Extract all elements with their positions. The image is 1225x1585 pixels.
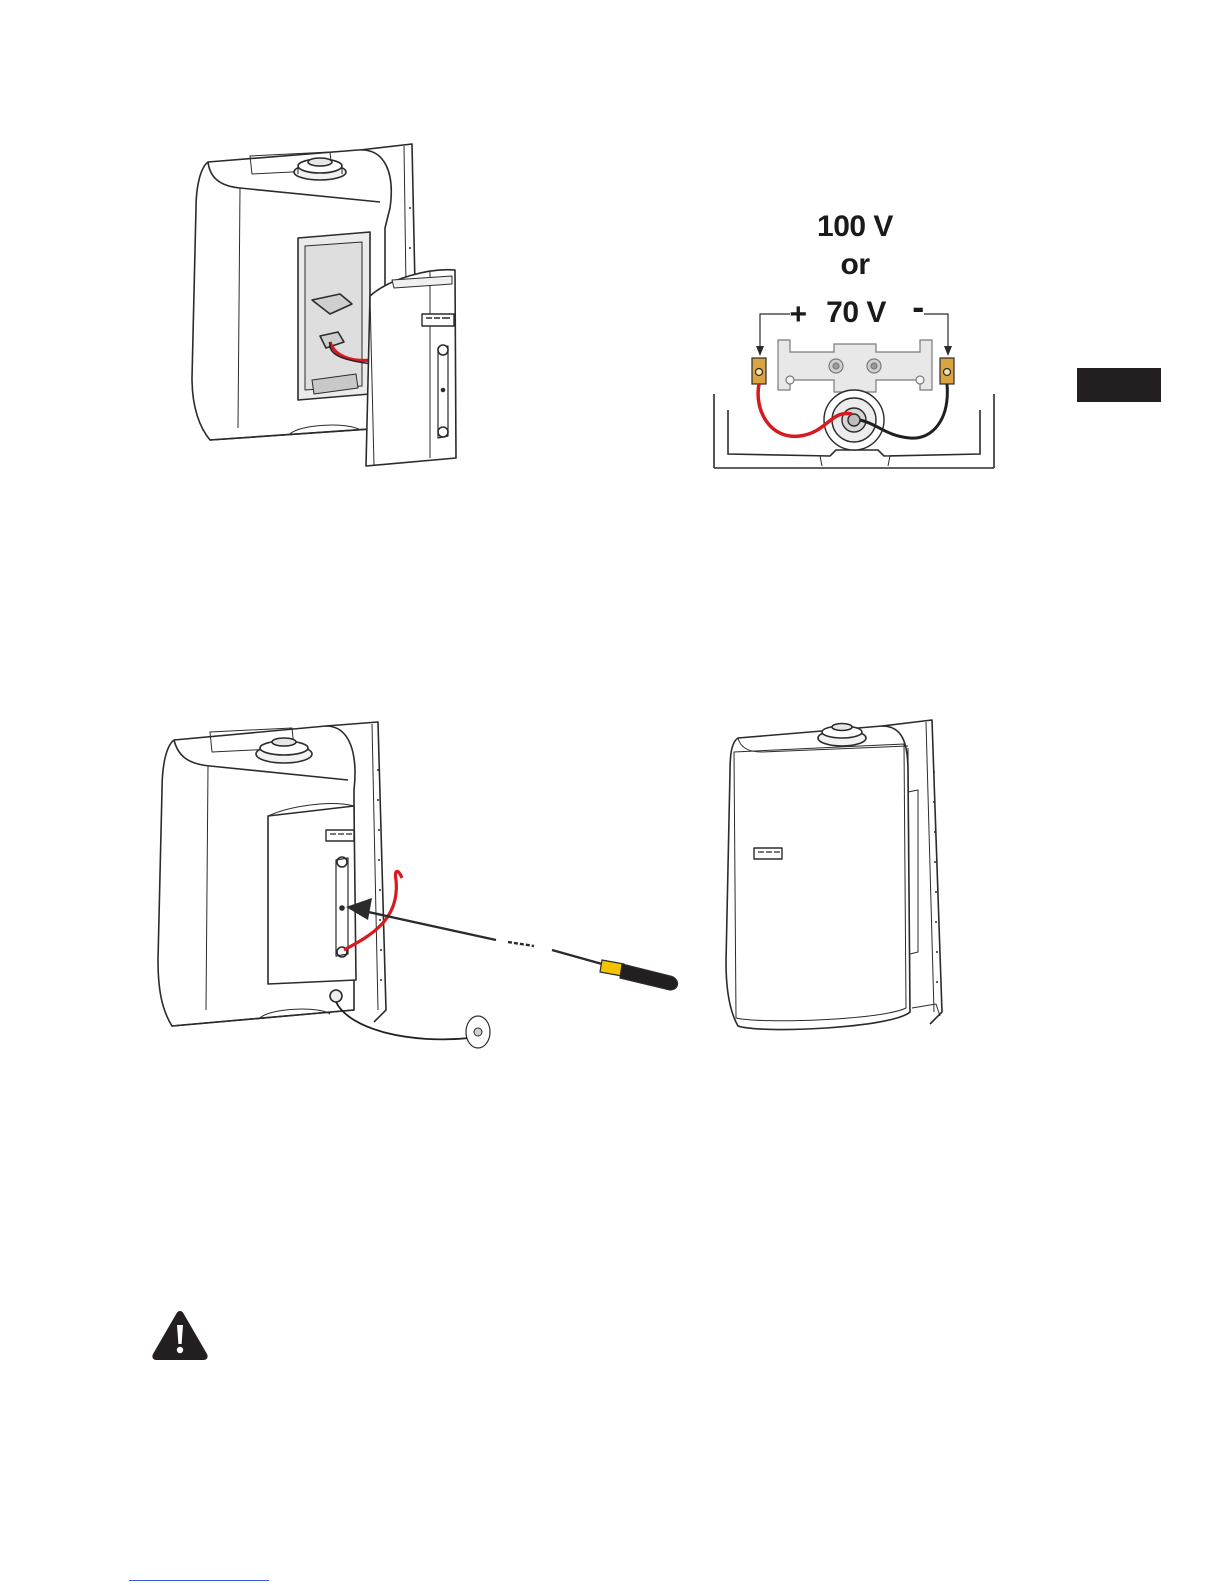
terminal-wiring-figure	[710, 300, 1000, 475]
speaker-open-cover-figure	[180, 128, 480, 473]
speaker-front-figure	[722, 712, 952, 1042]
speaker-cover-attach-figure	[150, 710, 695, 1060]
footer-link-underline	[129, 1580, 269, 1581]
voltage-100-label: 100 V	[795, 210, 915, 244]
or-label: or	[815, 248, 895, 282]
warning-triangle-icon	[150, 1308, 210, 1362]
section-tab-marker	[1077, 368, 1161, 402]
